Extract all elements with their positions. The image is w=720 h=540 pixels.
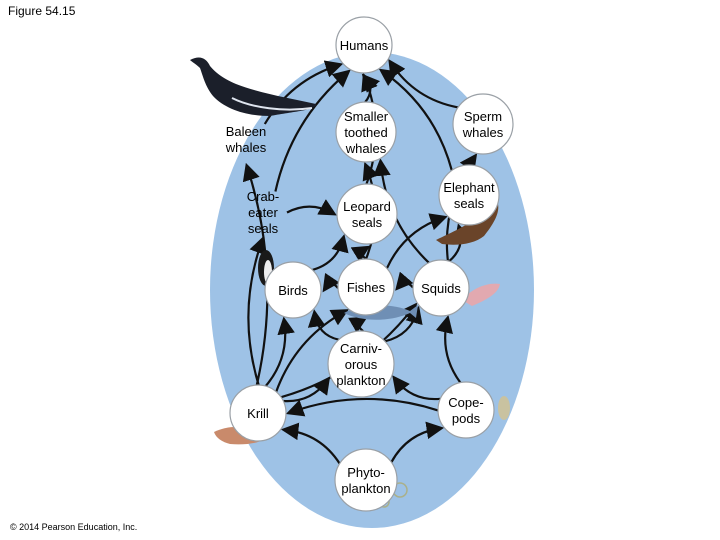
arrow-smaller-toothed-whales-to-humans	[361, 73, 381, 103]
node-circle	[327, 330, 395, 398]
arrow-fishes-to-leopard-seals	[350, 245, 371, 263]
node-label-line: Carniv-	[340, 341, 382, 356]
node-circle	[335, 16, 393, 74]
node-label-line: Crab-	[247, 189, 280, 204]
arrow-phytoplankton-to-krill	[280, 422, 341, 465]
arrow-carnivorous-plankton-to-birds	[307, 309, 339, 341]
node-label-line: Fishes	[347, 280, 386, 295]
node-label-line: plankton	[341, 481, 390, 496]
node-copepods: Cope-pods	[437, 381, 495, 439]
arrow-phytoplankton-to-copepods	[390, 421, 445, 463]
node-birds: Birds	[264, 261, 322, 319]
node-label-line: Krill	[247, 406, 269, 421]
node-circle	[336, 183, 398, 245]
node-label-line: orous	[345, 357, 378, 372]
node-circle	[335, 101, 397, 163]
node-humans: Humans	[335, 16, 393, 74]
node-label-line: Humans	[340, 38, 389, 53]
copyright-notice: © 2014 Pearson Education, Inc.	[10, 522, 138, 532]
node-label-line: Leopard	[343, 199, 391, 214]
node-circle	[334, 448, 398, 512]
organism-nodes: HumansBaleenwhalesSmallertoothedwhalesSp…	[225, 16, 514, 512]
node-label-line: pods	[452, 411, 481, 426]
node-circle	[264, 261, 322, 319]
node-label-line: whales	[462, 125, 504, 140]
node-label-line: Elephant	[443, 180, 495, 195]
node-circle	[452, 93, 514, 155]
arrow-carnivorous-plankton-to-fishes	[348, 316, 368, 334]
arrow-fishes-to-birds	[322, 272, 340, 293]
node-label-line: Birds	[278, 283, 308, 298]
node-label-line: whales	[225, 140, 267, 155]
arrow-krill-to-birds	[264, 316, 295, 387]
node-krill: Krill	[229, 384, 287, 442]
arrow-krill-to-fishes	[275, 309, 350, 393]
node-circle	[229, 384, 287, 442]
arrow-elephant-seals-to-humans	[378, 68, 453, 171]
node-label-line: Squids	[421, 281, 461, 296]
arrow-krill-to-carnivorous-plankton	[283, 376, 331, 403]
node-label-line: whales	[345, 141, 387, 156]
node-label-line: seals	[352, 215, 383, 230]
node-label-line: eater	[248, 205, 278, 220]
node-circle	[337, 258, 395, 316]
arrow-crabeater-seals-to-humans	[274, 69, 351, 192]
node-squids: Squids	[412, 259, 470, 317]
figure-label: Figure 54.15	[8, 4, 76, 18]
node-label-line: seals	[454, 196, 485, 211]
node-circle	[437, 381, 495, 439]
arrow-birds-to-leopard-seals	[312, 234, 349, 271]
node-label-line: Sperm	[464, 109, 502, 124]
arrow-copepods-to-carnivorous-plankton	[392, 375, 441, 401]
squid-illustration	[462, 283, 500, 306]
node-label-line: plankton	[336, 373, 385, 388]
arrow-copepods-to-krill	[285, 397, 439, 417]
node-label-line: toothed	[344, 125, 387, 140]
arrow-fishes-to-elephant-seals	[385, 213, 448, 269]
arrow-krill-to-crabeater-seals	[247, 235, 267, 386]
copepod-illustration	[498, 396, 510, 420]
arrow-copepods-to-squids	[435, 315, 462, 384]
node-label-line: Phyto-	[347, 465, 385, 480]
node-phytoplankton: Phyto-plankton	[334, 448, 398, 512]
node-label-line: Baleen	[226, 124, 266, 139]
node-label-line: seals	[248, 221, 279, 236]
node-label-line: Cope-	[448, 395, 483, 410]
node-circle	[412, 259, 470, 317]
arrow-squids-to-fishes	[395, 271, 414, 291]
node-fishes: Fishes	[337, 258, 395, 316]
whale-illustration	[190, 57, 317, 116]
arrow-crabeater-seals-to-leopard-seals	[286, 199, 337, 216]
node-circle	[438, 164, 500, 226]
node-label-line: Smaller	[344, 109, 389, 124]
